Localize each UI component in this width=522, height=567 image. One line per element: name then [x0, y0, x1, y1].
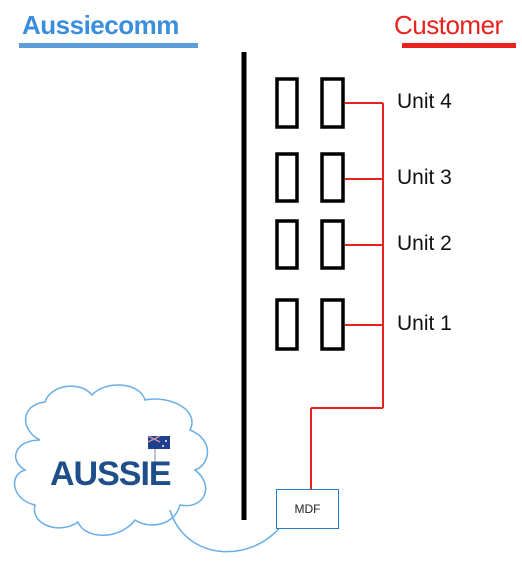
cloud-icon: [13, 384, 209, 536]
unit-4-label: Unit 4: [397, 90, 452, 113]
unit-2-outlets: [275, 219, 345, 270]
cloud-link: [169, 509, 283, 553]
mdf-label: MDF: [294, 502, 321, 516]
unit-4-outlets: [275, 77, 345, 129]
mdf-box: MDF: [276, 489, 339, 529]
customer-underline: [402, 43, 516, 48]
aussiecomm-heading: Aussiecomm: [22, 10, 179, 40]
aussiecomm-underline: [19, 43, 198, 48]
aussie-logo: AUSSIE: [50, 455, 172, 493]
wiring: [310, 102, 384, 490]
unit-2-label: Unit 2: [397, 232, 452, 255]
unit-1-label: Unit 1: [397, 312, 452, 335]
unit-1-outlets: [275, 298, 345, 351]
unit-3-label: Unit 3: [397, 166, 452, 189]
unit-3-outlets: [275, 152, 345, 203]
flag-icon: [147, 435, 170, 470]
customer-heading: Customer: [394, 10, 503, 40]
